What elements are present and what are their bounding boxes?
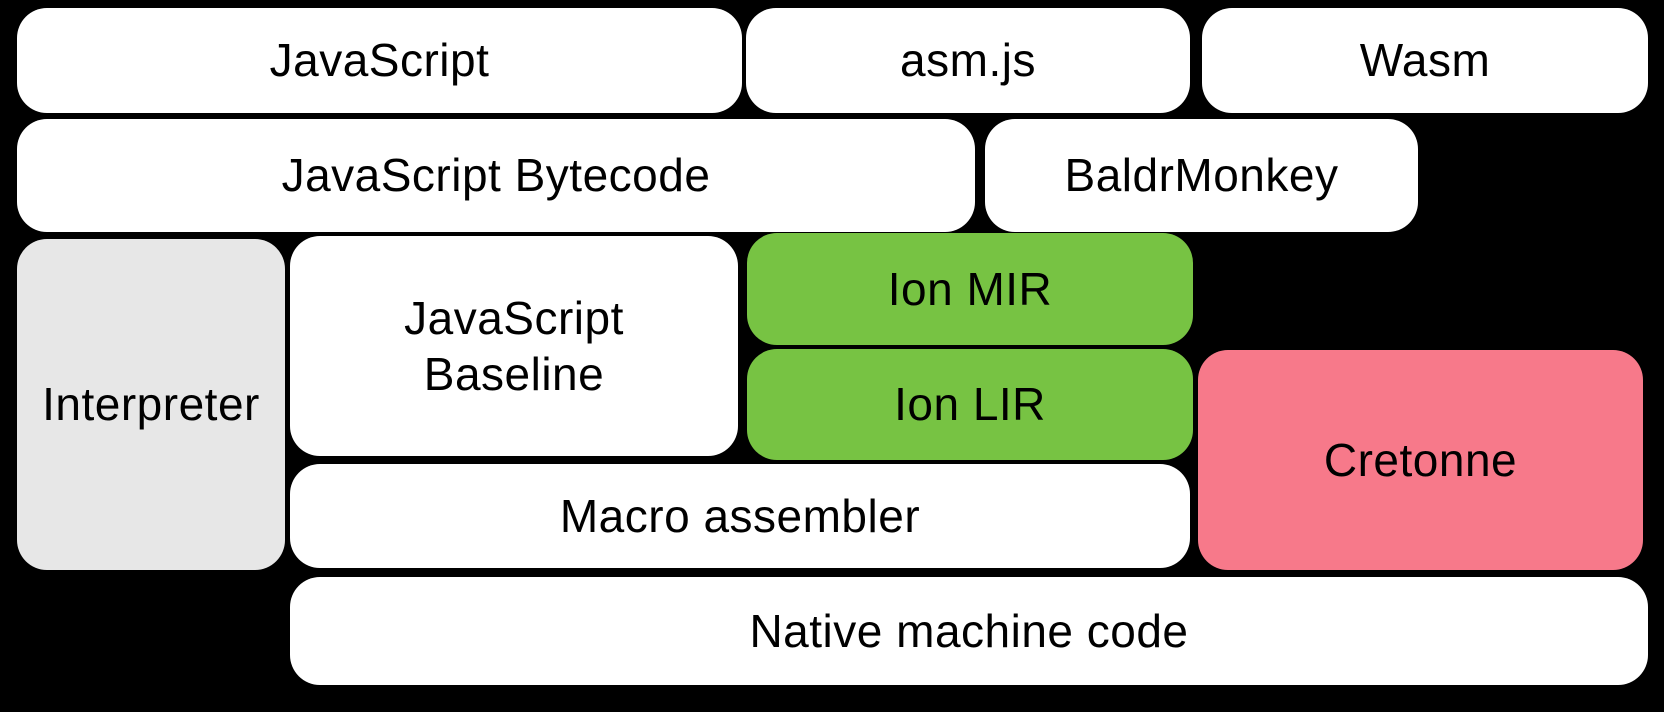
box-label-javascript-baseline: JavaScript Baseline — [404, 291, 624, 400]
box-javascript-baseline: JavaScript Baseline — [290, 236, 738, 456]
box-label-cretonne: Cretonne — [1323, 433, 1518, 486]
box-label-asmjs: asm.js — [900, 34, 1036, 87]
box-label-javascript-bytecode: JavaScript Bytecode — [281, 149, 711, 202]
box-macro-assembler: Macro assembler — [290, 464, 1190, 568]
box-javascript: JavaScript — [17, 8, 742, 113]
box-baldrmonkey: BaldrMonkey — [985, 119, 1418, 232]
box-label-native-machine-code: Native machine code — [749, 604, 1189, 657]
box-ion-lir: Ion LIR — [747, 349, 1193, 460]
box-interpreter: Interpreter — [17, 239, 285, 570]
box-label-ion-mir: Ion MIR — [887, 262, 1053, 315]
box-label-macro-assembler: Macro assembler — [559, 489, 921, 542]
box-native-machine-code: Native machine code — [290, 577, 1648, 685]
box-label-wasm: Wasm — [1359, 34, 1491, 87]
box-label-javascript: JavaScript — [269, 34, 490, 87]
box-label-interpreter: Interpreter — [42, 378, 260, 431]
box-asmjs: asm.js — [746, 8, 1190, 113]
box-label-ion-lir: Ion LIR — [894, 378, 1046, 431]
box-wasm: Wasm — [1202, 8, 1648, 113]
box-ion-mir: Ion MIR — [747, 233, 1193, 345]
box-javascript-bytecode: JavaScript Bytecode — [17, 119, 975, 232]
box-label-baldrmonkey: BaldrMonkey — [1064, 149, 1339, 202]
box-cretonne: Cretonne — [1198, 350, 1643, 570]
